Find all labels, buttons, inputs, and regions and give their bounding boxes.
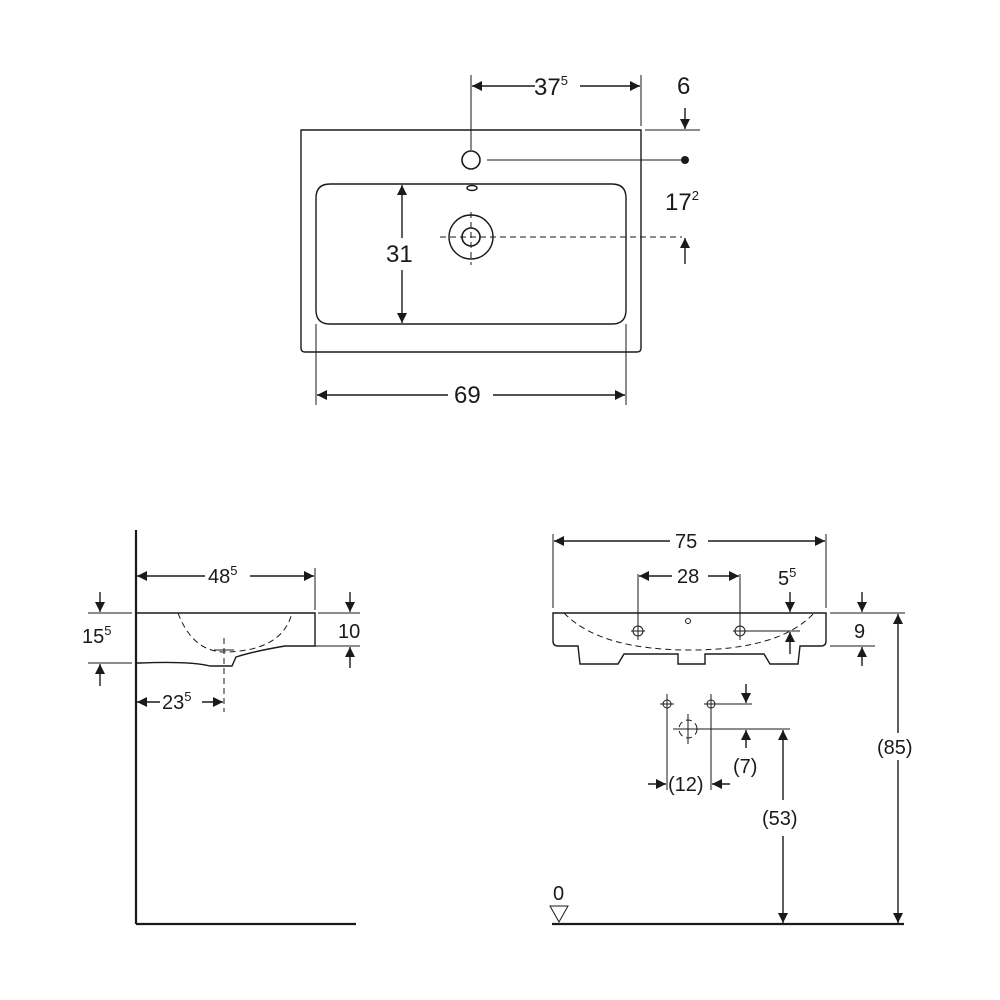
dim-basin-height: 10: [338, 621, 360, 643]
dim-tap-height: 55: [778, 565, 796, 590]
side-view-bowl: [177, 612, 293, 653]
dim-drain-offset: 235: [162, 689, 191, 714]
top-view-basin: [315, 183, 627, 325]
dim-rim: 6: [677, 73, 690, 100]
front-overflow-dot: [685, 618, 691, 624]
tap-hole-reference-dot: [681, 156, 689, 164]
dim-mount-height: (85): [877, 737, 913, 759]
side-view: 485 155 10 235: [82, 530, 360, 926]
dim-hole-offset: 375: [534, 73, 568, 101]
top-view: 375 6 172 31 69: [300, 73, 700, 409]
dim-supply-spacing: (12): [668, 774, 704, 796]
overflow-hole: [466, 184, 478, 192]
top-view-outline: [300, 129, 642, 353]
floor-label: 0: [553, 883, 564, 905]
dim-total-width: 75: [675, 531, 697, 553]
side-view-basin: [136, 612, 316, 667]
dim-basin-depth: 31: [386, 241, 413, 268]
floor-marker-icon: [549, 905, 569, 924]
front-view: 75 28 55 9 (12) (7): [549, 531, 913, 926]
dim-tap-spacing: 28: [677, 566, 699, 588]
dim-total-height: 155: [82, 623, 111, 648]
dim-depth: 485: [208, 563, 237, 588]
dim-drain-height: (53): [762, 808, 798, 830]
dim-basin-width: 69: [454, 382, 481, 409]
tap-hole: [461, 150, 481, 170]
dim-supply-offset: (7): [733, 756, 757, 778]
front-view-basin: [552, 612, 827, 665]
dim-hole-depth: 172: [665, 188, 699, 216]
dim-height: 9: [854, 621, 865, 643]
